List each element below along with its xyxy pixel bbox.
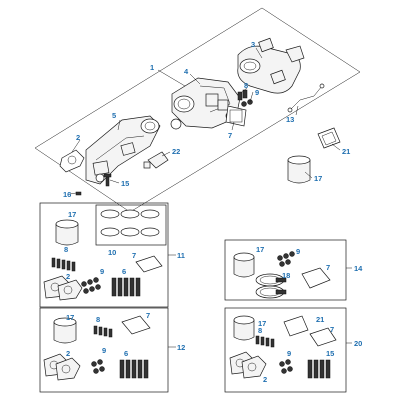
callout-1: 1 (150, 63, 154, 72)
callout-16: 16 (63, 190, 71, 199)
kit11-callout-8: 8 (64, 245, 68, 254)
gasket-set (43, 353, 81, 381)
kit20-callout-8: 8 (258, 326, 262, 335)
manifold-front-section (85, 115, 161, 185)
kit12-callout-7: 7 (146, 311, 150, 320)
callout-8: 8 (244, 81, 248, 90)
kit20-callout-9: 9 (287, 349, 291, 358)
kit20-callout-20: 20 (354, 339, 362, 348)
drain-tube (287, 83, 325, 113)
kit14-callout-7: 7 (326, 263, 330, 272)
kit12-callout-6: 6 (124, 349, 128, 358)
kit20-callout-21: 21 (316, 315, 324, 324)
kit11-callout-17: 17 (68, 210, 76, 219)
manifold-gasket (225, 105, 247, 127)
callout-5: 5 (112, 111, 116, 120)
plug-fitting (75, 191, 82, 196)
kit14-callout-18: 18 (282, 271, 290, 280)
kit11-callout-7: 7 (132, 251, 136, 260)
nut-set (91, 359, 105, 374)
kit-box-11 (39, 202, 176, 308)
kit11-callout-11: 11 (177, 251, 185, 260)
kit20-callout-15: 15 (326, 349, 334, 358)
sleeve-part (287, 155, 311, 184)
kit11-callout-9: 9 (100, 267, 104, 276)
bolt-set (119, 359, 149, 379)
kit11-callout-10: 10 (108, 248, 116, 257)
callout-4: 4 (184, 67, 189, 76)
manifold-assembly-bracket (34, 7, 361, 213)
capscrew-set (307, 359, 331, 379)
callout-9: 9 (255, 88, 259, 97)
stud-fastener (237, 89, 248, 101)
kit11-callout-2: 2 (66, 272, 70, 281)
kit-box-12 (39, 307, 176, 393)
kit-gasket (121, 315, 151, 335)
gasket-set (229, 351, 267, 379)
gasket-set (43, 275, 83, 301)
kit20-callout-7: 7 (330, 325, 334, 334)
bolt-set (111, 277, 141, 297)
kit-gasket (135, 255, 163, 273)
callout-3: 3 (251, 40, 255, 49)
kit-box-20 (224, 307, 352, 393)
capscrew (103, 173, 112, 187)
kit12-callout-17: 17 (66, 313, 74, 322)
callout-17: 17 (314, 174, 322, 183)
callout-2: 2 (76, 133, 80, 142)
nut-set (81, 277, 101, 294)
kit20-callout-17: 17 (258, 319, 266, 328)
square-gasket (283, 315, 309, 337)
kit12-callout-9: 9 (102, 346, 106, 355)
manifold-middle-section (170, 77, 241, 130)
manifold-rear-section (237, 37, 305, 94)
callout-22: 22 (172, 147, 180, 156)
exhaust-gasket (59, 149, 85, 173)
kit-box-14 (224, 239, 352, 301)
kit12-callout-12: 12 (177, 343, 185, 352)
nut-set (279, 359, 293, 374)
nut-fastener (241, 99, 253, 107)
kit14-callout-17: 17 (256, 245, 264, 254)
kit12-callout-2: 2 (66, 349, 70, 358)
kit-gasket (301, 267, 331, 289)
callout-7: 7 (228, 131, 232, 140)
kit20-callout-2: 2 (263, 375, 267, 384)
kit12-callout-8: 8 (96, 315, 100, 324)
callout-21: 21 (342, 147, 350, 156)
nut-set (277, 251, 295, 267)
callout-13: 13 (286, 115, 294, 124)
stud-set (51, 257, 76, 272)
square-gasket (317, 127, 341, 149)
kit14-callout-14: 14 (354, 264, 363, 273)
kit11-callout-6: 6 (122, 267, 126, 276)
stud-set (93, 325, 113, 338)
callout-15: 15 (121, 179, 129, 188)
seal-ring-set (100, 209, 160, 237)
sensor-connector (143, 151, 169, 169)
clamp (255, 273, 287, 299)
kit-gasket (309, 327, 337, 347)
main-leader-lines (69, 47, 341, 195)
kit14-callout-9: 9 (296, 247, 300, 256)
stud-set (255, 335, 275, 348)
